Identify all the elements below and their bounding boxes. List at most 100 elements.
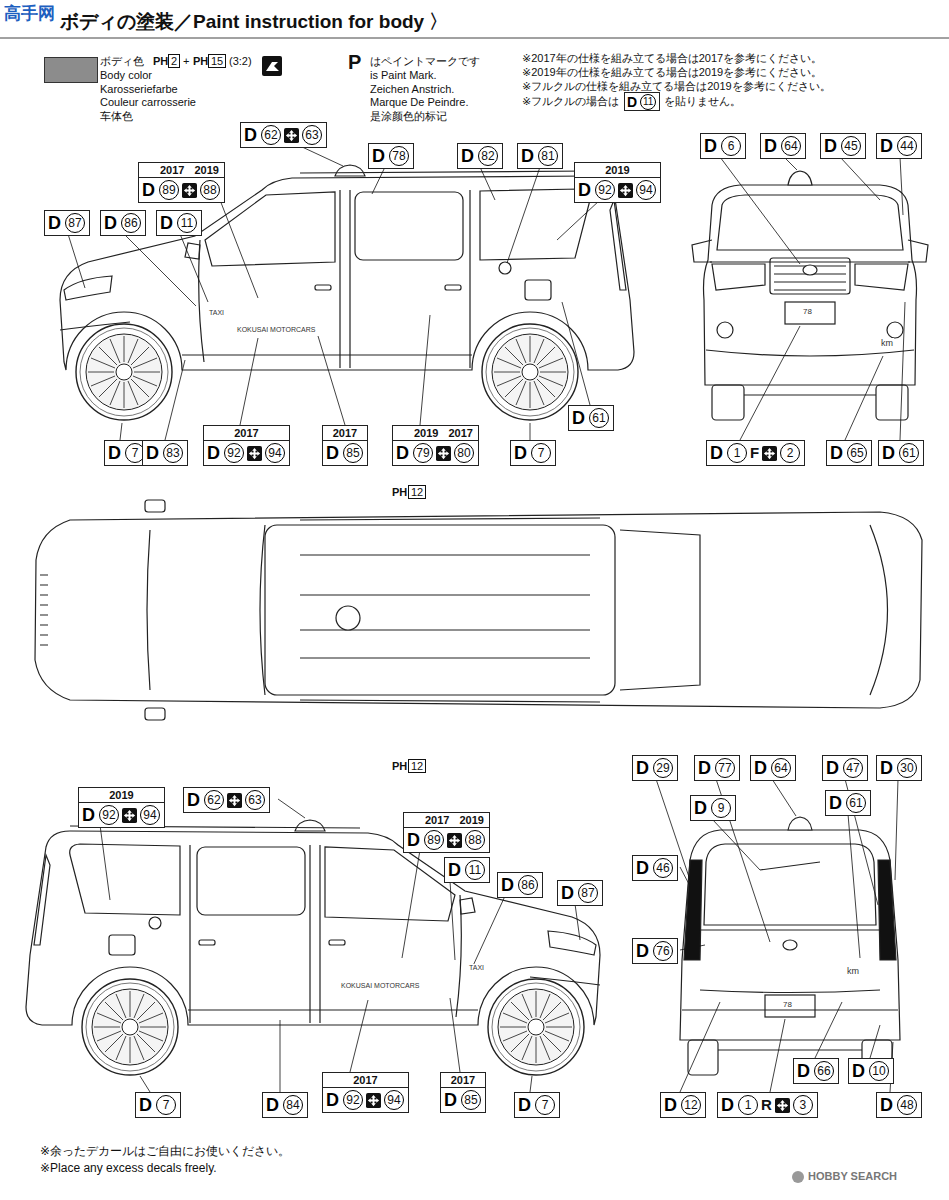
callout-row: D30 bbox=[880, 757, 918, 779]
decal-number: 92 bbox=[224, 443, 244, 463]
decal-callout: D11 bbox=[624, 92, 660, 111]
decal-number: 82 bbox=[478, 146, 498, 166]
line-art bbox=[278, 799, 305, 818]
callout-row: D87 bbox=[48, 212, 86, 234]
year-label: 2019 bbox=[193, 164, 221, 177]
decal-callout: D86 bbox=[497, 872, 543, 898]
decal-text: TAXI bbox=[208, 309, 225, 317]
line-art bbox=[530, 423, 531, 440]
line-art bbox=[887, 322, 903, 338]
callout-row: D65 bbox=[830, 442, 868, 464]
line-art bbox=[0, 38, 949, 39]
line-art bbox=[229, 794, 240, 805]
decal-number: 85 bbox=[461, 1090, 481, 1110]
line-art bbox=[436, 446, 451, 461]
callout-row: D45 bbox=[824, 135, 862, 157]
decal-callout: D7 bbox=[510, 440, 556, 466]
decal-callout: 2019D9294 bbox=[78, 787, 165, 828]
line-art bbox=[372, 167, 385, 194]
decal-callout: D7 bbox=[514, 1092, 560, 1118]
decal-sheet-letter: D bbox=[754, 758, 767, 778]
position-letter: F bbox=[750, 444, 759, 462]
callout-row: D9294 bbox=[82, 804, 161, 826]
note-text: Couleur carrosserie bbox=[100, 96, 196, 109]
decal-number: 89 bbox=[424, 830, 444, 850]
line-art bbox=[450, 998, 460, 1072]
decal-callout: D61 bbox=[825, 790, 871, 816]
decal-sheet-letter: D bbox=[108, 443, 121, 463]
line-art bbox=[775, 1098, 790, 1113]
decal-number: 77 bbox=[715, 758, 735, 778]
line-art bbox=[720, 157, 800, 264]
year-label: 2017 bbox=[331, 427, 359, 440]
decal-callout: D76 bbox=[632, 938, 678, 964]
line-art bbox=[262, 56, 282, 76]
callout-row: D9294 bbox=[578, 179, 657, 201]
callout-row: D11 bbox=[448, 859, 486, 881]
line-art bbox=[240, 338, 258, 425]
line-art bbox=[785, 302, 835, 324]
decal-sheet-letter: D bbox=[880, 758, 893, 778]
decal-number: 45 bbox=[841, 136, 861, 156]
line-art bbox=[620, 184, 631, 195]
line-art bbox=[472, 896, 505, 968]
decal-number: 88 bbox=[465, 830, 485, 850]
decal-sheet-letter: D bbox=[636, 941, 649, 961]
decal-sheet-letter: D bbox=[694, 798, 707, 818]
year-row: 20172019 bbox=[404, 814, 489, 828]
swap-icon bbox=[284, 128, 299, 143]
decal-number: 29 bbox=[653, 758, 673, 778]
callout-row: D83 bbox=[146, 442, 184, 464]
decal-number: 2 bbox=[780, 443, 800, 463]
swap-icon bbox=[247, 446, 262, 461]
year-label: 2017 bbox=[423, 814, 451, 827]
callout-row: D85 bbox=[444, 1089, 482, 1111]
decal-callout: D64 bbox=[750, 755, 796, 781]
line-art bbox=[40, 575, 48, 645]
line-art bbox=[712, 819, 760, 870]
decal-sheet-letter: D bbox=[852, 1061, 865, 1081]
decal-sheet-letter: D bbox=[561, 883, 574, 903]
decal-number: 83 bbox=[163, 443, 183, 463]
decal-callout: D11 bbox=[156, 210, 202, 236]
line-art bbox=[788, 817, 812, 830]
decal-number: 65 bbox=[847, 443, 867, 463]
decal-number: 46 bbox=[653, 858, 673, 878]
line-art bbox=[280, 1020, 281, 1092]
swap-icon bbox=[762, 446, 777, 461]
decal-sheet-letter: D bbox=[266, 1095, 279, 1115]
line-art bbox=[449, 834, 460, 845]
line-art bbox=[618, 183, 633, 198]
decal-number: 12 bbox=[681, 1095, 701, 1115]
decal-number: 3 bbox=[793, 1095, 813, 1115]
decal-number: 86 bbox=[518, 875, 538, 895]
callout-row: D86 bbox=[104, 212, 142, 234]
leader-lines bbox=[68, 146, 905, 1092]
year-row: 2017 bbox=[323, 1074, 408, 1088]
decal-number: 86 bbox=[121, 213, 141, 233]
line-art bbox=[366, 1093, 381, 1108]
decal-number: 79 bbox=[413, 443, 433, 463]
decal-callout: D1F2 bbox=[706, 440, 805, 466]
line-art bbox=[777, 1099, 788, 1110]
decal-text: KOKUSAI MOTORCARS bbox=[340, 982, 420, 990]
callout-row: D61 bbox=[572, 407, 610, 429]
decal-number: 81 bbox=[538, 146, 558, 166]
note-text: ※余ったデカールはご自由にお使いください。 bbox=[40, 1145, 290, 1159]
callout-row: D7 bbox=[514, 442, 552, 464]
paint-number: 2 bbox=[168, 54, 180, 68]
decal-text: 78 bbox=[802, 307, 813, 316]
decal-callout: 20192017D7980 bbox=[392, 425, 479, 466]
year-label: 2019 bbox=[603, 164, 631, 177]
callout-row: D29 bbox=[636, 757, 674, 779]
color-swatch bbox=[44, 57, 98, 83]
line-art bbox=[682, 1009, 898, 1010]
note-text: + bbox=[183, 55, 189, 68]
decal-text: KOKUSAI MOTORCARS bbox=[236, 326, 316, 334]
year-row: 2019 bbox=[79, 789, 164, 803]
line-art bbox=[562, 302, 590, 405]
callout-row: D61 bbox=[829, 792, 867, 814]
decal-number: 9 bbox=[711, 798, 731, 818]
callout-row: D7980 bbox=[396, 442, 475, 464]
decal-callout: D61 bbox=[568, 405, 614, 431]
